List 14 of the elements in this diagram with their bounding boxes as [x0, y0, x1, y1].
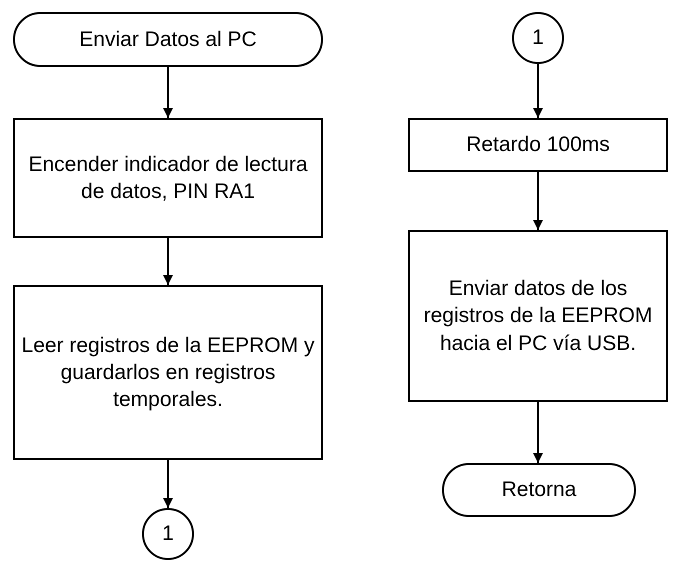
terminal-shape: Enviar Datos al PC — [13, 12, 323, 67]
arrow — [163, 67, 173, 118]
connector-circle: 1 — [142, 508, 194, 560]
connector-circle: 1 — [512, 12, 564, 64]
arrow — [533, 402, 543, 463]
arrow — [533, 64, 543, 118]
arrow — [163, 238, 173, 285]
process-box: Retardo 100ms — [408, 118, 668, 172]
arrow — [533, 172, 543, 230]
terminal-shape: Retorna — [442, 463, 636, 517]
process-box: Leer registros de la EEPROM y guardarlos en registros temporales. — [13, 285, 323, 460]
process-box: Encender indicador de lectura de datos, PIN RA1 — [13, 118, 323, 238]
arrow — [163, 460, 173, 508]
process-box: Enviar datos de los registros de la EEPROM hacia el PC vía USB. — [408, 230, 668, 402]
